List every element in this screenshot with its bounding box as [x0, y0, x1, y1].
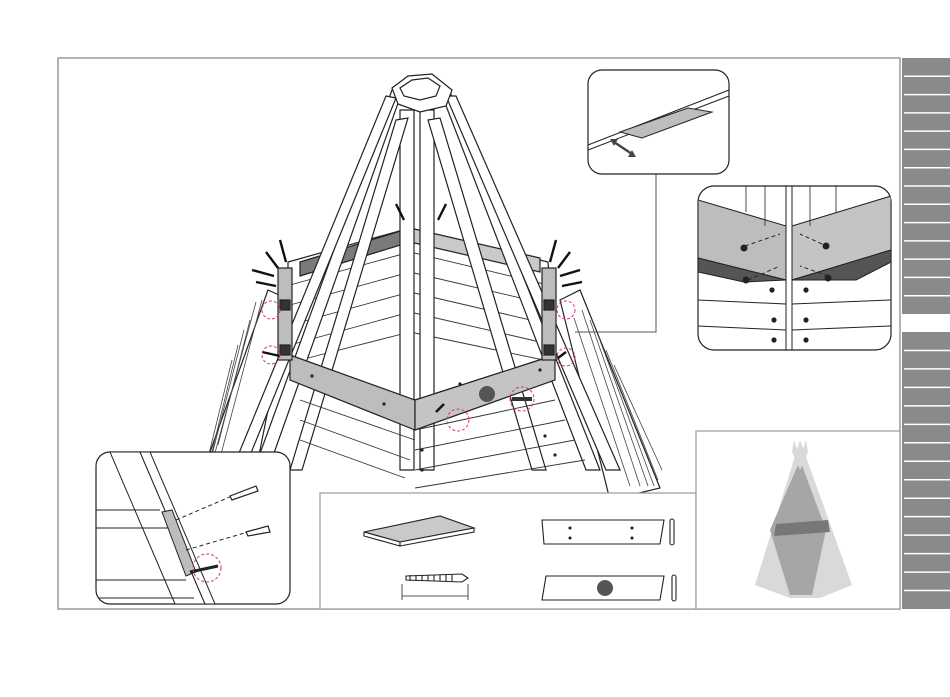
- tab-strip-lower: [902, 332, 950, 609]
- teepee-top-cap: [392, 74, 452, 112]
- parts-list: [320, 493, 696, 609]
- pole-screw-detail: [96, 452, 290, 604]
- tab-strip-upper: [902, 58, 950, 314]
- hole-marker: [479, 386, 495, 402]
- hole-panel-icon: [542, 519, 674, 545]
- board-slide-detail: [588, 70, 729, 174]
- teepee-overview: [696, 431, 900, 609]
- corner-panel-screw-detail: [698, 186, 891, 350]
- hole-panel-icon: [542, 575, 676, 601]
